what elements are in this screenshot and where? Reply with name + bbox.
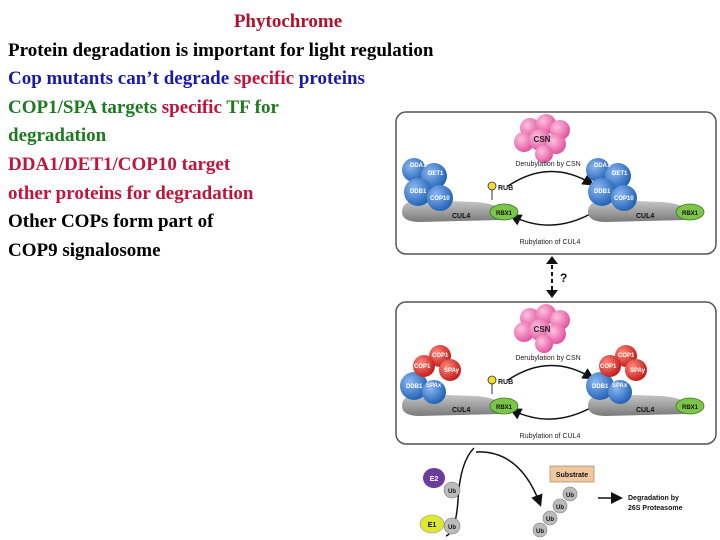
cul4-label-right-bottom: CUL4 — [636, 407, 654, 414]
top-panel: CSN Derubylation by CSN Rubylation of CU… — [395, 111, 717, 255]
cul4-left-top — [402, 200, 500, 222]
cop10-left-top: COP10 — [430, 196, 450, 202]
text-line-6: other proteins for degradation — [8, 182, 254, 204]
ub-chain-1-label: Ub — [566, 493, 574, 499]
spay-left-bottom: SPAy — [444, 368, 460, 374]
cul4-label-left-bottom: CUL4 — [452, 407, 470, 414]
rub-arrow-top — [509, 211, 595, 226]
text-line-3-a: COP1/SPA targets — [8, 96, 162, 118]
text-line-2: Cop mutants can’t degrade specific prote… — [8, 65, 568, 94]
cop1b-left-bottom: COP1 — [414, 364, 431, 370]
derub-arrow-bottom — [507, 364, 595, 381]
text-line-4: degradation — [8, 125, 107, 147]
dda1-right-top: DDA1 — [594, 163, 611, 169]
rbx1-label-left-top: RBX1 — [496, 211, 513, 217]
ub-chain-4 — [532, 522, 548, 538]
det1-right-top: DET1 — [612, 171, 628, 177]
ubiquitination-section: E2 Ub E1 Ub Substrate Ub Ub Ub Ub Degrad… — [419, 447, 683, 538]
det1-left-top: DET1 — [428, 171, 444, 177]
degradation-line-2: 26S Proteasome — [628, 505, 683, 512]
derub-arrow-top — [507, 170, 595, 187]
ub-label-e2: Ub — [448, 489, 456, 495]
rbx1-label-right-bottom: RBX1 — [682, 405, 699, 411]
rub-arrow-bottom — [509, 405, 595, 420]
ub-chain-1 — [562, 486, 578, 502]
ddb1-left-top: DDB1 — [410, 189, 427, 195]
rbx1-right-bottom — [675, 397, 705, 415]
rbx1-left-top — [489, 203, 519, 221]
ub-chain-3 — [542, 510, 558, 526]
text-line-3-c: TF for — [221, 96, 279, 118]
cop1b-right-bottom: COP1 — [600, 364, 617, 370]
rubylation-label-bottom: Rubylation of CUL4 — [520, 433, 581, 440]
ddb1-left-bottom: DDB1 — [406, 384, 423, 390]
e2-label: E2 — [430, 476, 439, 483]
cop1a-left-bottom: COP1 — [432, 353, 449, 359]
ub-label-e1: Ub — [448, 525, 456, 531]
spax-left-bottom: SPAx — [426, 383, 442, 389]
rbx1-left-bottom — [489, 397, 519, 415]
rubylation-label-top: Rubylation of CUL4 — [520, 239, 581, 246]
substrate-label: Substrate — [556, 472, 588, 479]
ddb1-right-top: DDB1 — [594, 189, 611, 195]
spax-right-bottom: SPAx — [612, 383, 628, 389]
csn-label-top: CSN — [534, 135, 551, 144]
rub-dot-top — [487, 181, 497, 191]
text-line-2-b: specific — [233, 68, 295, 90]
ddb1-right-bottom: DDB1 — [592, 384, 609, 390]
slide-title: Phytochrome — [233, 11, 343, 32]
ub-chain-4-label: Ub — [536, 529, 544, 535]
ub-on-e2 — [443, 481, 461, 499]
ub-transfer-arrow — [475, 451, 543, 507]
slide-text: Phytochrome Protein degradation is impor… — [8, 8, 568, 265]
rbx1-right-top — [675, 203, 705, 221]
derubylation-label-bottom: Derubylation by CSN — [515, 355, 580, 362]
dda1-left-top: DDA1 — [410, 163, 427, 169]
bottom-panel: CSN Derubylation by CSN Rubylation of CU… — [395, 301, 717, 445]
right-complex-bottom: COP1 COP1 SPAy DDB1 SPAx CUL4 RBX1 — [586, 345, 705, 416]
right-complex-top: DDA1 DET1 DDB1 COP10 CUL4 RBX1 — [586, 158, 705, 222]
substrate-box — [549, 465, 595, 483]
csn-complex-top: CSN — [514, 114, 570, 163]
cop1a-right-bottom: COP1 — [618, 353, 635, 359]
cul4-label-left-top: CUL4 — [452, 213, 470, 220]
csn-complex-bottom: CSN — [514, 304, 570, 353]
e2-enzyme — [423, 468, 445, 488]
left-complex-top: DDA1 DET1 DDB1 COP10 CUL4 RUB RBX1 — [402, 158, 519, 222]
csn-label-bottom: CSN — [534, 325, 551, 334]
question-mark: ? — [560, 271, 567, 285]
ub-on-e1 — [443, 517, 461, 535]
cullin-complex-diagram: CSN Derubylation by CSN Rubylation of CU… — [395, 111, 717, 538]
text-line-2-c: proteins — [294, 68, 365, 90]
panel-connector: ? — [546, 256, 567, 298]
ub-chain-2-label: Ub — [556, 505, 564, 511]
text-line-1: Protein degradation is important for lig… — [8, 39, 434, 61]
left-complex-bottom: COP1 COP1 SPAy DDB1 SPAx CUL4 RUB RBX1 — [400, 345, 519, 416]
cul4-right-top — [588, 200, 686, 222]
rub-dot-bottom — [487, 375, 497, 385]
ub-chain-2 — [552, 498, 568, 514]
spay-right-bottom: SPAy — [630, 368, 646, 374]
text-line-5: DDA1/DET1/COP10 target — [8, 153, 231, 175]
degradation-line-1: Degradation by — [628, 495, 679, 502]
text-line-3: COP1/SPA targets specific TF for — [8, 94, 568, 123]
ub-chain-3-label: Ub — [546, 517, 554, 523]
cul4-label-right-top: CUL4 — [636, 213, 654, 220]
rub-label-top: RUB — [498, 185, 513, 192]
rub-label-bottom: RUB — [498, 379, 513, 386]
derubylation-label-top: Derubylation by CSN — [515, 161, 580, 168]
cop10-right-top: COP10 — [614, 196, 634, 202]
text-line-8: COP9 signalosome — [8, 239, 161, 261]
rbx1-label-right-top: RBX1 — [682, 211, 699, 217]
text-line-2-a: Cop mutants can’t degrade — [8, 68, 234, 90]
text-line-7: Other COPs form part of — [8, 211, 214, 233]
text-line-3-b: specific — [161, 96, 222, 118]
rbx1-label-left-bottom: RBX1 — [496, 405, 513, 411]
e1-label: E1 — [428, 522, 437, 529]
